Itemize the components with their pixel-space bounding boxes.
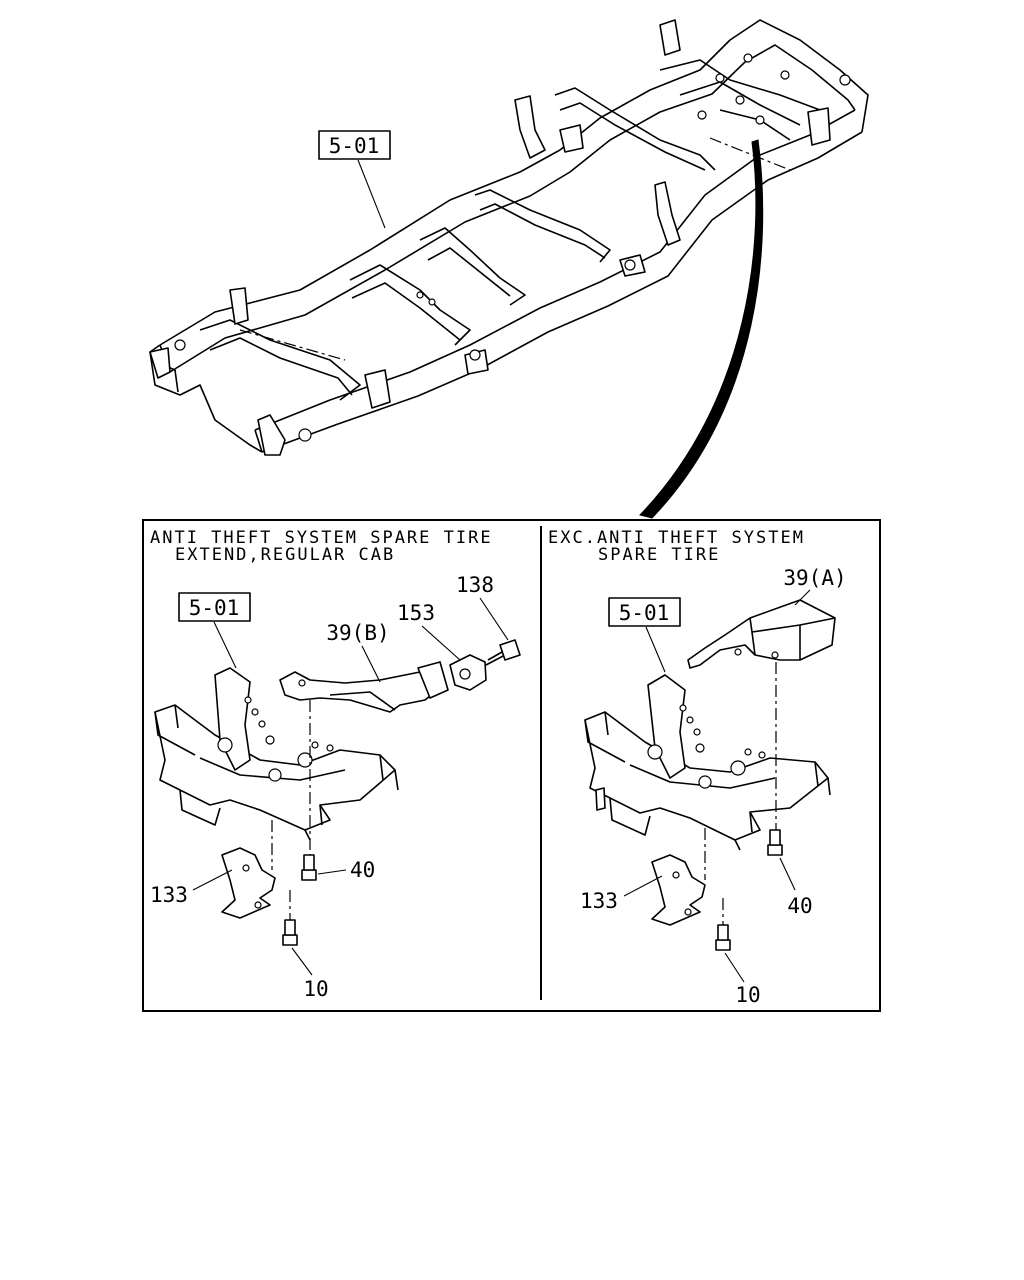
detail-panel-frame xyxy=(142,519,881,1012)
right-callout-box xyxy=(608,597,681,627)
right-panel-title-line2: SPARE TIRE xyxy=(598,545,720,565)
right-label-40: 40 xyxy=(787,894,812,918)
left-callout-box xyxy=(178,592,251,622)
chassis-frame xyxy=(149,19,869,456)
right-callout-label: 5-01 xyxy=(619,601,670,625)
left-panel-title-line2: EXTEND,REGULAR CAB xyxy=(175,545,395,565)
left-cross-member xyxy=(154,667,399,841)
right-label-39a: 39(A) xyxy=(783,566,846,590)
left-panel-title-line1: ANTI THEFT SYSTEM SPARE TIRE xyxy=(150,528,493,548)
left-label-40: 40 xyxy=(350,858,375,882)
right-label-10: 10 xyxy=(735,983,760,1007)
right-part-39a-cover xyxy=(687,599,836,669)
main-callout-label: 5-01 xyxy=(329,134,380,158)
right-part-40-bolt xyxy=(767,829,783,856)
detail-lead-curve xyxy=(639,139,764,519)
left-label-10: 10 xyxy=(303,977,328,1001)
left-label-39b: 39(B) xyxy=(326,621,389,645)
right-part-133-hanger xyxy=(651,854,706,926)
left-callout-label: 5-01 xyxy=(189,596,240,620)
right-panel-title-line1: EXC.ANTI THEFT SYSTEM xyxy=(548,528,805,548)
left-part-153-lock xyxy=(449,654,506,691)
right-cross-member xyxy=(584,674,831,851)
left-part-40-bolt xyxy=(301,854,317,881)
left-part-138-bolt xyxy=(487,639,521,661)
left-part-39b-bracket xyxy=(279,661,449,713)
left-part-10-bolt xyxy=(282,919,298,946)
left-label-138: 138 xyxy=(456,573,494,597)
right-label-133: 133 xyxy=(580,889,618,913)
right-part-10-bolt xyxy=(715,924,731,951)
main-callout-5-01: 5-01 xyxy=(318,130,391,229)
left-panel: ANTI THEFT SYSTEM SPARE TIRE EXTEND,REGU… xyxy=(150,528,521,1001)
left-part-133-hanger xyxy=(221,847,276,919)
right-panel: EXC.ANTI THEFT SYSTEM SPARE TIRE 5-01 xyxy=(548,528,847,1007)
left-label-133: 133 xyxy=(150,883,188,907)
left-label-153: 153 xyxy=(397,601,435,625)
